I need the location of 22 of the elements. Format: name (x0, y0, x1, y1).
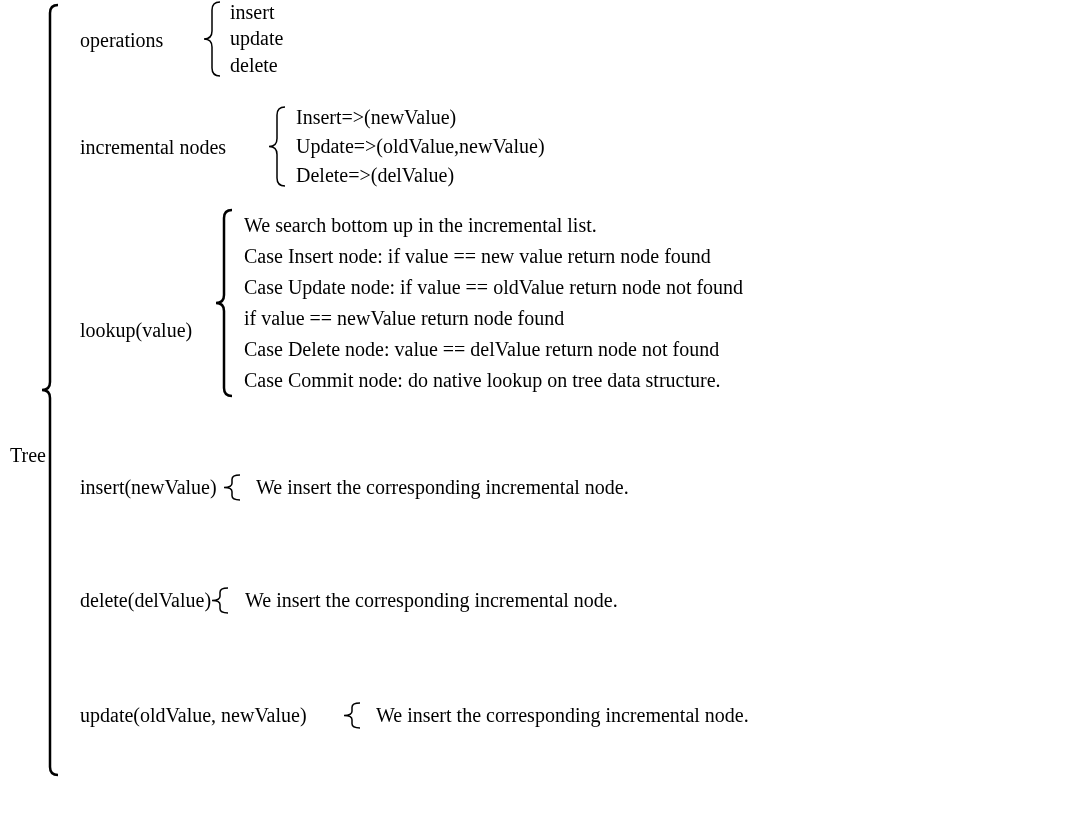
list-item: Update=>(oldValue,newValue) (296, 134, 545, 158)
list-item: We search bottom up in the incremental list. (244, 213, 597, 237)
term: insert(newValue) (80, 475, 217, 499)
description-text: We insert the corresponding incremental node. (256, 475, 629, 499)
list-item: if value == newValue return node found (244, 306, 565, 330)
term: delete(delValue) (80, 588, 212, 612)
list-item: Case Commit node: do native lookup on tree data structure. (244, 368, 721, 392)
list-item: delete (230, 53, 278, 77)
list-item: insert (230, 0, 275, 24)
list-item: Insert=>(newValue) (296, 105, 457, 129)
list-item: Case Update node: if value == oldValue return node not found (244, 275, 744, 299)
term: lookup(value) (80, 318, 193, 342)
list-item: Delete=>(delValue) (296, 163, 455, 187)
description-text: We insert the corresponding incremental node. (245, 588, 618, 612)
term: update(oldValue, newValue) (80, 703, 307, 727)
list-item: Case Insert node: if value == new value return node found (244, 244, 711, 268)
list-item: Case Delete node: value == delValue return node not found (244, 337, 720, 361)
list-item: update (230, 26, 284, 50)
term: operations (80, 28, 164, 52)
root-term: Tree (10, 443, 46, 467)
description-text: We insert the corresponding incremental node. (376, 703, 749, 727)
term: incremental nodes (80, 135, 227, 159)
